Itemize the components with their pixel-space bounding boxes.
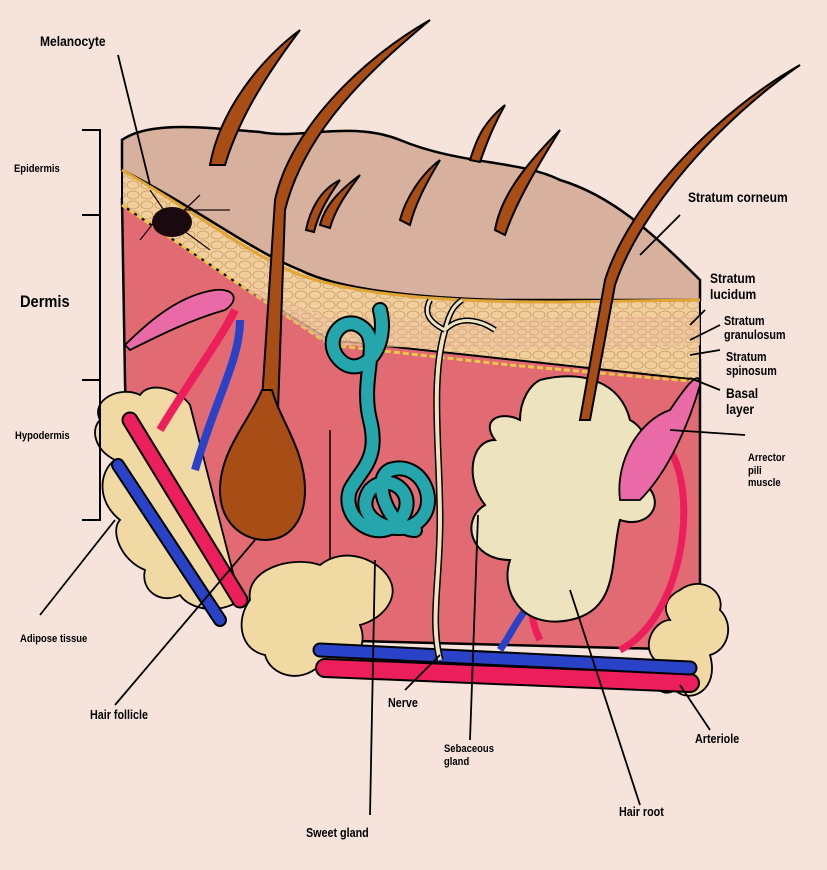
label-basal-layer-line1: Basal: [726, 385, 758, 401]
label-stratum-lucidum-line2: lucidum: [710, 286, 756, 302]
label-hair-follicle: Hair follicle: [90, 708, 148, 722]
label-stratum-lucidum: Stratum lucidum: [710, 270, 756, 302]
label-epidermis: Epidermis: [14, 163, 60, 176]
label-arrector-pili-muscle: Arrector pili muscle: [748, 452, 785, 490]
layer-bracket: [82, 130, 100, 520]
label-stratum-granulosum-line1: Stratum: [724, 314, 786, 328]
label-nerve: Nerve: [388, 696, 418, 710]
label-stratum-corneum: Stratum corneum: [688, 189, 788, 205]
label-sweet-gland: Sweet gland: [306, 826, 369, 840]
label-arrector-line3: muscle: [748, 477, 785, 490]
label-stratum-granulosum-line2: granulosum: [724, 328, 786, 342]
label-stratum-spinosum: Stratum spinosum: [726, 350, 777, 379]
label-hair-root: Hair root: [619, 805, 664, 819]
label-arteriole: Arteriole: [695, 732, 739, 746]
label-stratum-spinosum-line1: Stratum: [726, 350, 777, 364]
label-basal-layer-line2: layer: [726, 401, 758, 417]
label-basal-layer: Basal layer: [726, 385, 758, 417]
label-stratum-granulosum: Stratum granulosum: [724, 314, 786, 343]
label-stratum-lucidum-line1: Stratum: [710, 270, 756, 286]
label-stratum-spinosum-line2: spinosum: [726, 364, 777, 378]
label-arrector-line2: pili: [748, 465, 785, 478]
label-hypodermis: Hypodermis: [15, 430, 70, 443]
label-sebaceous-gland: Sebaceous gland: [444, 743, 494, 768]
label-melanocyte: Melanocyte: [40, 33, 106, 49]
label-arrector-line1: Arrector: [748, 452, 785, 465]
label-dermis: Dermis: [20, 292, 70, 312]
label-adipose-tissue: Adipose tissue: [20, 633, 87, 646]
label-sebaceous-line2: gland: [444, 756, 494, 769]
label-sebaceous-line1: Sebaceous: [444, 743, 494, 756]
